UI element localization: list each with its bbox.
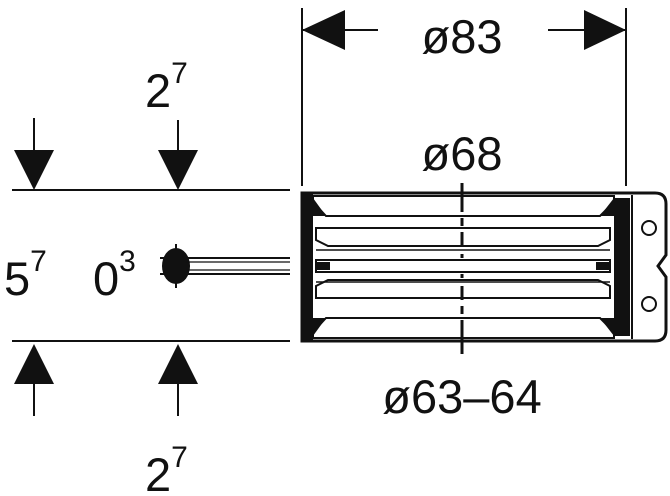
arrowhead-left [302,10,345,50]
left-wall [301,192,313,342]
arrowhead-right [584,10,626,50]
hole-bottom [641,296,657,312]
down-arrowhead [158,150,198,190]
inner-diameter-label: ø68 [422,127,503,180]
hole-top [641,220,657,236]
central-band [315,259,611,273]
up-arrowhead [158,344,198,384]
height-label: 57 [4,245,47,305]
right-wall [614,198,630,336]
outer-diameter-dimension: ø83 [301,8,627,186]
up-arrowhead [14,344,54,384]
down-arrowhead [14,150,54,190]
gap-label: 03 [93,245,136,305]
bottom-offset-label: 27 [145,441,188,496]
seal-lip-detail [160,244,290,288]
height-arrows-left [14,118,54,416]
fit-diameter-label: ø63–64 [382,370,541,423]
outer-diameter-label: ø83 [422,10,503,63]
ring-cross-section [300,191,668,343]
offset-arrows-center [158,120,198,416]
top-offset-label: 27 [145,57,188,117]
